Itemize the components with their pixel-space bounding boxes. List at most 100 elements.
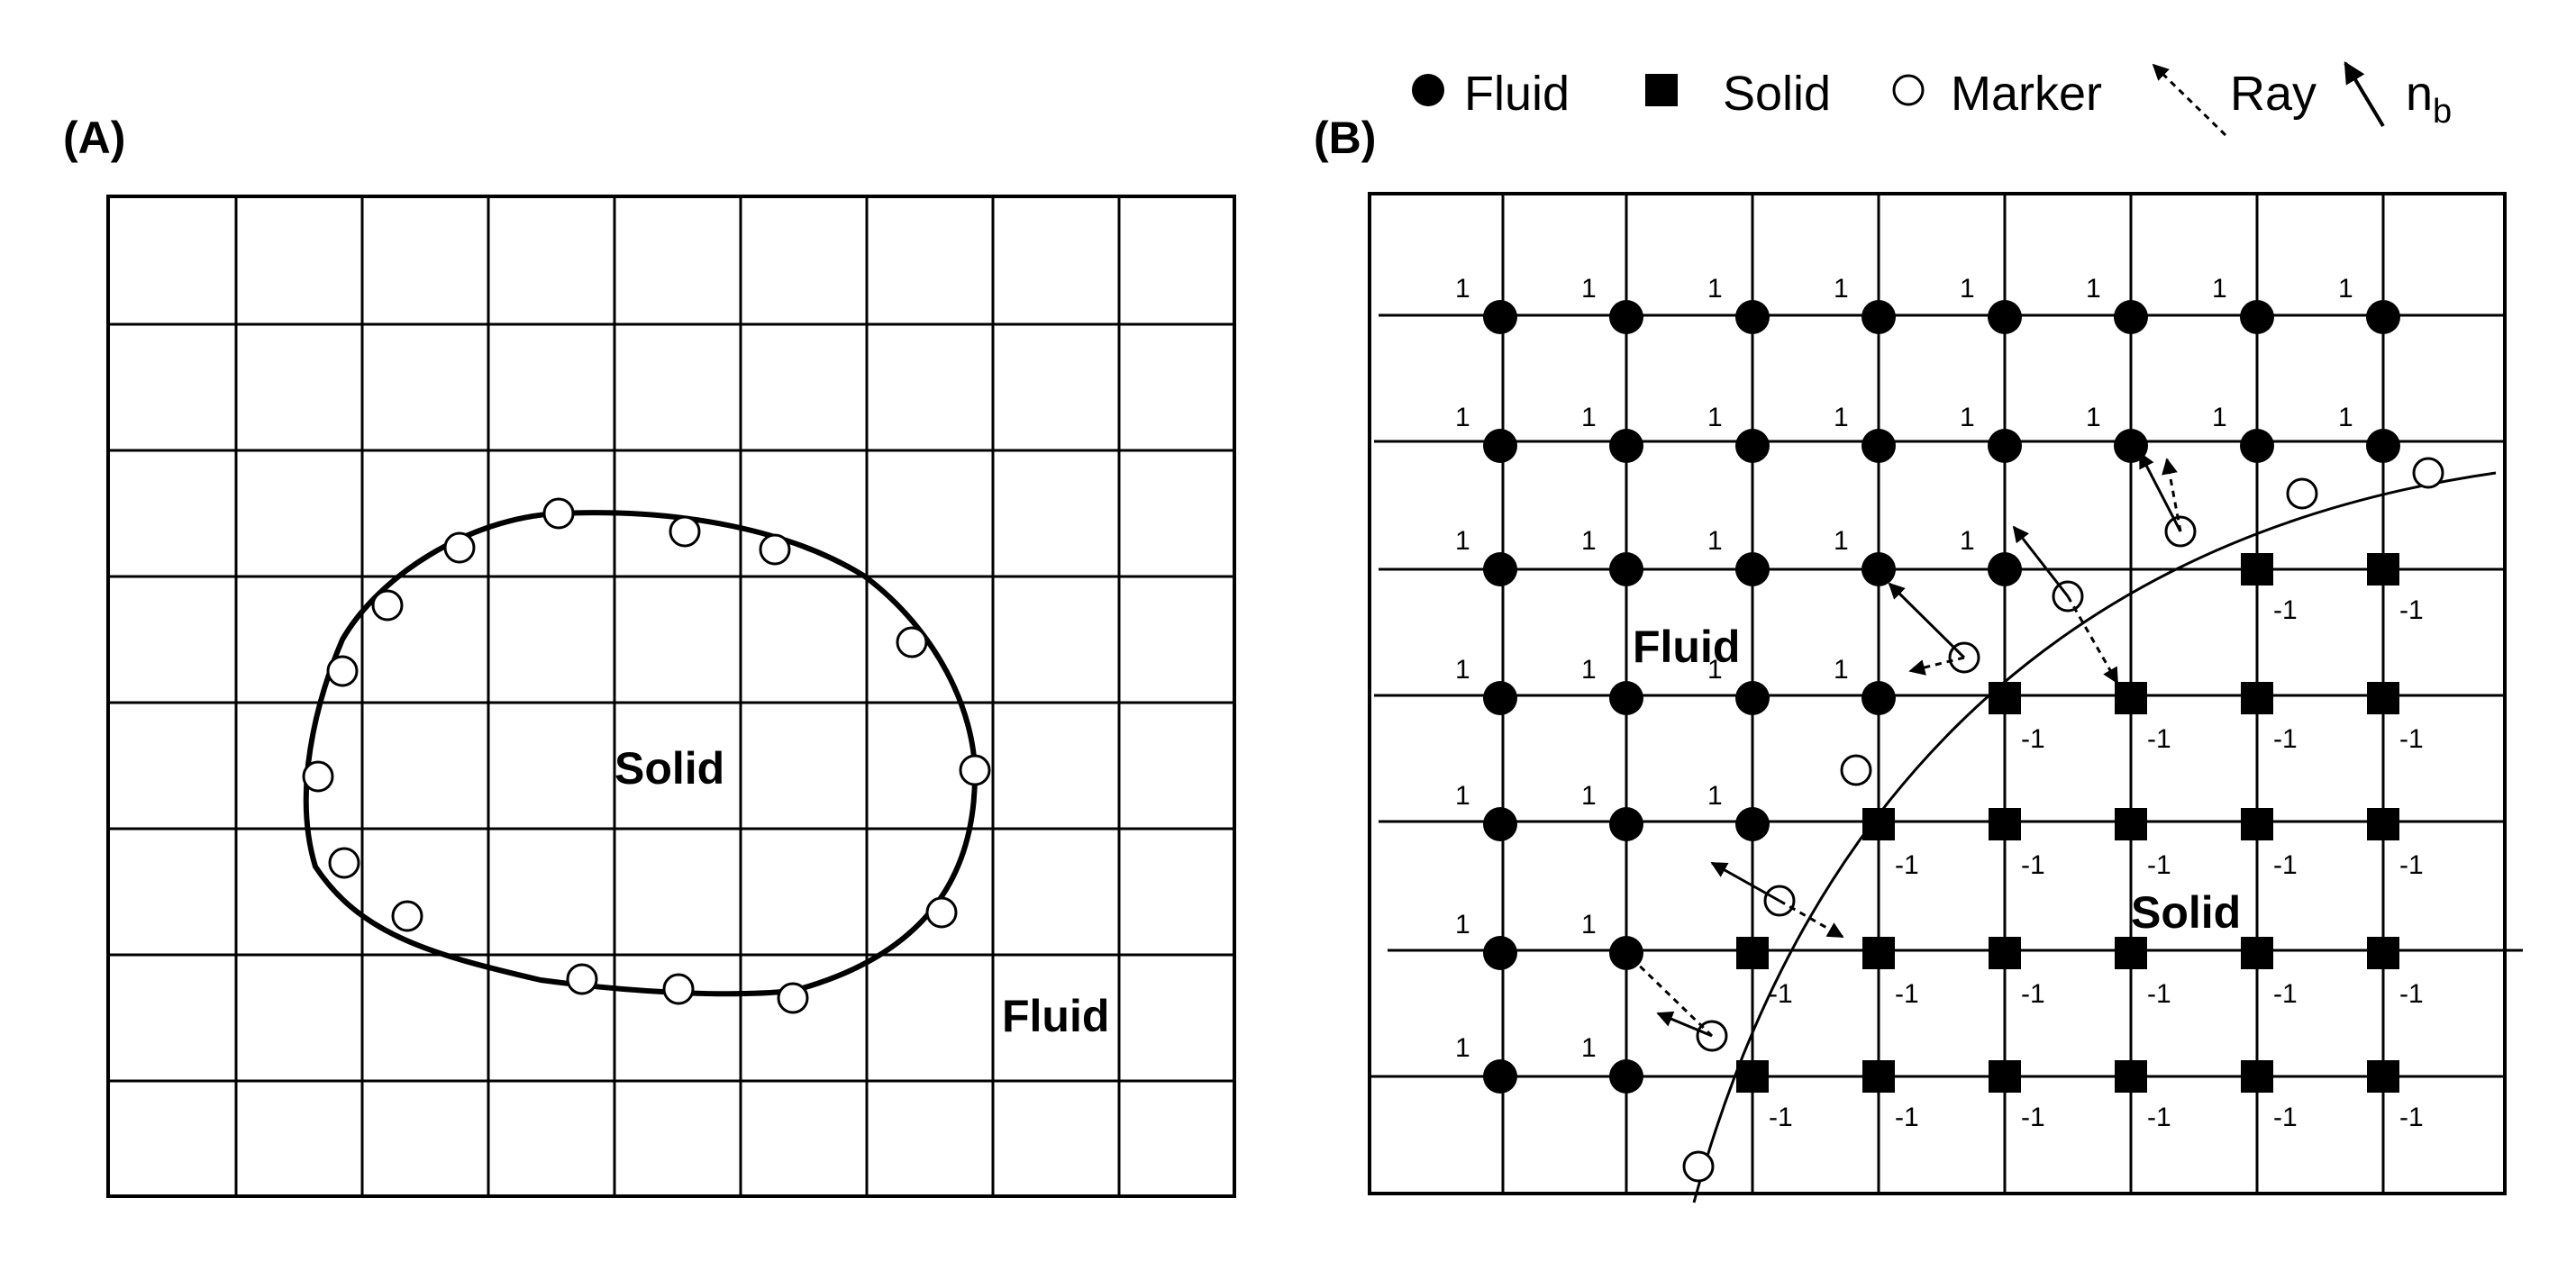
solid-node [2367, 937, 2399, 969]
fluid-node [1483, 429, 1517, 463]
panel-a-markers [302, 497, 991, 1014]
panel-a-frame [106, 195, 1236, 1198]
marker-point [371, 589, 404, 622]
legend-marker-label: Marker [1951, 67, 2102, 121]
marker-point [1682, 1150, 1715, 1183]
normal-arrow [1710, 861, 1780, 903]
fluid-flag-label: 1 [1455, 1033, 1470, 1063]
fluid-flag-label: 1 [1581, 274, 1597, 304]
panel-a: (A) Solid Fluid [63, 113, 1236, 1198]
fluid-flag-label: 1 [1707, 781, 1723, 811]
fluid-flag-label: 1 [1707, 526, 1723, 556]
fluid-flag-label: 1 [1834, 274, 1849, 304]
panel-b-markers [1682, 457, 2444, 1183]
fluid-flag-label: 1 [1455, 274, 1470, 304]
solid-node [2241, 1060, 2273, 1093]
ray-arrow [2066, 595, 2119, 685]
fluid-node [1483, 681, 1517, 715]
ray-arrow [1625, 951, 1714, 1038]
fluid-flag-label: 1 [1581, 1033, 1597, 1063]
fluid-node [2366, 300, 2400, 334]
fluid-flag-label: 1 [2212, 274, 2227, 304]
marker-point [959, 754, 991, 786]
solid-flag-label: -1 [2399, 595, 2424, 625]
marker-point [328, 847, 360, 879]
legend-solid-symbol [1645, 74, 1678, 106]
solid-node [1989, 808, 2021, 840]
fluid-flag-label: 1 [2086, 403, 2101, 432]
legend-normal-subscript: b [2433, 93, 2452, 131]
legend-marker-symbol [1892, 74, 1925, 106]
ray-arrow [2162, 458, 2182, 532]
fluid-flag-label: 1 [1455, 781, 1470, 811]
fluid-node [1609, 552, 1643, 586]
fluid-flag-label: 1 [1960, 274, 1975, 304]
solid-node [1862, 1060, 1895, 1093]
fluid-flag-label: 1 [1834, 526, 1849, 556]
solid-node [1989, 1060, 2021, 1093]
solid-node [2367, 808, 2399, 840]
solid-node [2115, 937, 2147, 969]
marker-point [2286, 477, 2318, 510]
panel-b-fluid-label: Fluid [1633, 622, 1740, 672]
fluid-flag-label: 1 [1581, 910, 1597, 940]
solid-flag-label: -1 [2147, 1103, 2171, 1132]
panel-a-label: (A) [63, 113, 125, 163]
fluid-node [1988, 300, 2022, 334]
normal-arrow [2012, 525, 2070, 597]
fluid-flag-label: 1 [1455, 655, 1470, 685]
solid-boundary-b [1692, 471, 2497, 1203]
fluid-node [1609, 681, 1643, 715]
solid-flag-label: -1 [2021, 1103, 2045, 1132]
solid-flag-label: -1 [2273, 1103, 2298, 1132]
fluid-node [2240, 300, 2274, 334]
solid-flag-label: -1 [2273, 850, 2298, 880]
fluid-flag-label: 1 [1581, 781, 1597, 811]
normal-arrow [1656, 1011, 1713, 1038]
fluid-node [1609, 429, 1643, 463]
solid-flag-label: -1 [2021, 979, 2045, 1009]
marker-point [1840, 754, 1872, 786]
solid-flag-label: -1 [2147, 850, 2171, 880]
solid-flag-label: -1 [1895, 850, 1919, 880]
legend-ray-label: Ray [2230, 67, 2317, 121]
solid-flag-label: -1 [1769, 979, 1793, 1009]
solid-flag-label: -1 [1895, 1103, 1919, 1132]
solid-node [2115, 1060, 2147, 1093]
ray-arrow [1779, 899, 1844, 939]
solid-node [2241, 808, 2273, 840]
marker-point [566, 963, 598, 995]
solid-node [1989, 937, 2021, 969]
fluid-node [1609, 807, 1643, 841]
fluid-node [1988, 552, 2022, 586]
fluid-flag-label: 1 [2086, 274, 2101, 304]
marker-point [662, 973, 695, 1005]
fluid-flag-label: 1 [1960, 403, 1975, 432]
fluid-flag-label: 1 [1455, 910, 1470, 940]
fluid-node [1861, 300, 1896, 334]
legend-ray-symbol [2152, 63, 2227, 137]
fluid-node [1988, 429, 2022, 463]
solid-node [2367, 553, 2399, 586]
legend-solid-label: Solid [1723, 67, 1831, 121]
marker-point [443, 531, 476, 564]
fluid-node [1735, 552, 1770, 586]
ray-arrow [1908, 656, 1965, 676]
solid-node [1989, 682, 2021, 714]
fluid-node [1483, 300, 1517, 334]
fluid-flag-label: 1 [1834, 655, 1849, 685]
solid-flag-label: -1 [2021, 850, 2045, 880]
marker-point [925, 896, 958, 929]
panel-b-label: (B) [1314, 113, 1376, 163]
fluid-node [1861, 429, 1896, 463]
fluid-node [1861, 681, 1896, 715]
fluid-node [1483, 936, 1517, 970]
fluid-node [1483, 1059, 1517, 1094]
panel-b-grid-nodes [1483, 300, 2400, 1094]
solid-node [2367, 682, 2399, 714]
fluid-node [1735, 300, 1770, 334]
solid-flag-label: -1 [2399, 1103, 2424, 1132]
solid-node [2115, 808, 2147, 840]
